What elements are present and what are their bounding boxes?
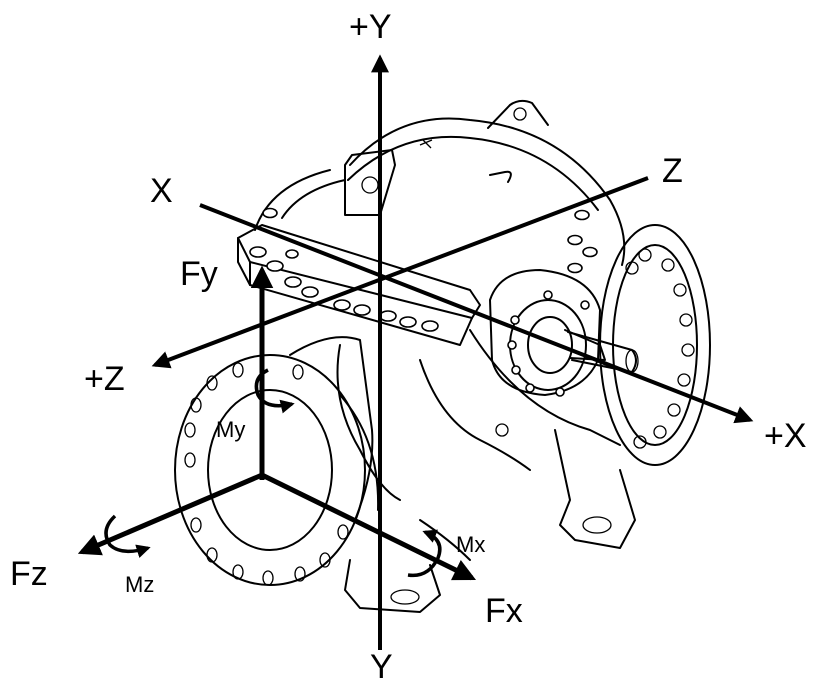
fz-vector [77,472,263,556]
fy-label: Fy [180,255,218,293]
bearing-housing-bolts [507,290,590,397]
plus-z-label: +Z [84,360,125,398]
load-labels: Fy My Fz Mz Mx Fx [10,255,523,630]
split-case-pump-drawing [174,99,711,613]
my-moment-arrow [254,368,295,414]
plus-y-label: +Y [349,8,392,46]
mx-label: Mx [456,532,485,557]
z-label: Z [662,152,683,190]
x-label: X [150,172,173,210]
my-label: My [216,417,245,442]
mz-label: Mz [125,572,154,597]
fx-vector [260,472,477,581]
coordinate-axes [151,54,754,650]
z-axis-line [151,176,649,369]
nozzle-load-vectors [77,265,477,581]
discharge-flange-bolt-holes [625,248,695,449]
axis-labels: +Y Y X Z +Z +X [84,8,807,683]
mx-moment-arrow [407,529,442,578]
x-axis-line [199,203,754,424]
fx-label: Fx [485,592,523,630]
split-flange-bolts [249,207,598,332]
y-label: Y [370,648,393,683]
fz-label: Fz [10,555,48,593]
plus-x-label: +X [764,417,807,455]
mz-moment-arrow [104,514,151,558]
suction-flange-bolt-holes [184,362,349,586]
